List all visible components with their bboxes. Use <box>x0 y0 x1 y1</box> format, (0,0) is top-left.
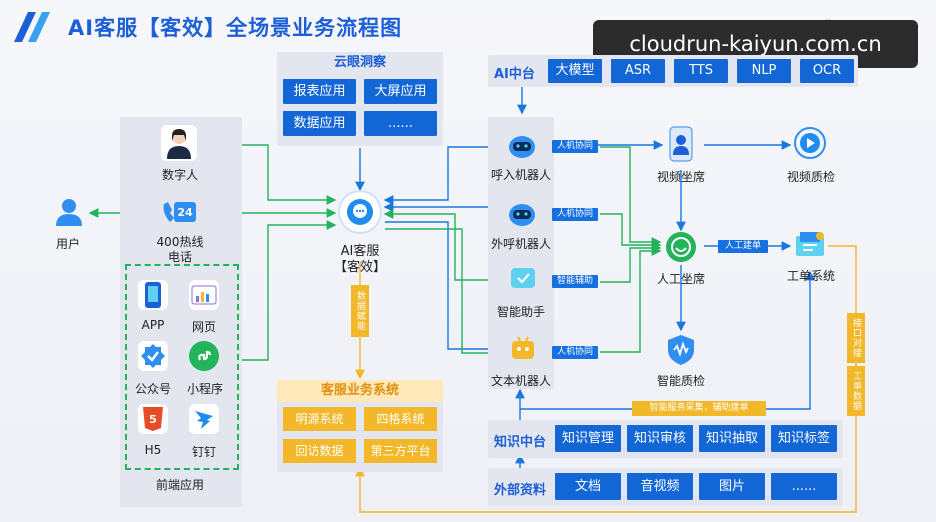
knowledge-item: 知识标签 <box>771 425 837 452</box>
knowledge-label: 知识中台 <box>494 435 547 450</box>
business-item: 第三方平台 <box>364 439 437 463</box>
front-app-label: 小程序 <box>186 382 223 396</box>
ai-zhongtai-item: 大模型 <box>548 59 602 83</box>
user-label: 用户 <box>55 237 80 251</box>
outbound-robot-icon <box>507 200 537 228</box>
ai-zhongtai-item: ASR <box>611 59 665 83</box>
video-qc-label: 视频质检 <box>786 170 835 184</box>
external-item: 图片 <box>699 473 765 500</box>
front-apps-caption: 前端应用 <box>155 478 204 492</box>
data-enable-tag: 数据赋能 <box>351 285 369 337</box>
robot-label: 智能助手 <box>496 305 545 319</box>
hotline-label-line1: 400热线 <box>156 235 204 249</box>
video-seat-icon <box>666 126 696 162</box>
yunyan-item: 数据应用 <box>283 111 356 136</box>
smart-qc-icon <box>666 334 696 366</box>
front-app-label: 公众号 <box>134 382 171 396</box>
logo-stripes-icon <box>14 12 50 42</box>
knowledge-item: 知识审核 <box>627 425 693 452</box>
user-icon <box>56 199 82 226</box>
knowledge-item: 知识抽取 <box>699 425 765 452</box>
ai-service-label: AI客服 <box>340 244 380 259</box>
human-seat-label: 人工坐席 <box>656 272 705 286</box>
external-label: 外部资料 <box>494 483 547 498</box>
yunyan-item: ...... <box>364 111 437 136</box>
digital-human-icon <box>161 125 197 161</box>
business-item: 四格系统 <box>364 407 437 431</box>
ai-zhongtai-item: TTS <box>674 59 728 83</box>
external-item: 音视频 <box>627 473 693 500</box>
human-seat-icon <box>666 232 696 262</box>
svg-text:5: 5 <box>149 413 157 426</box>
external-item: ...... <box>771 473 837 500</box>
ticket-system-label: 工单系统 <box>786 269 835 283</box>
external-item: 文档 <box>555 473 621 500</box>
hotline-24-icon: 24 <box>160 198 198 228</box>
front-panel <box>120 117 242 507</box>
collab-tag: 人机协同 <box>552 140 598 153</box>
webpage-icon <box>189 280 219 310</box>
collab-tag: 人机协同 <box>552 346 598 359</box>
yunyan-item: 大屏应用 <box>364 79 437 104</box>
official-account-icon <box>138 341 168 371</box>
html5-icon: 5 <box>138 404 168 434</box>
yunyan-header: 云眼洞察 <box>333 55 386 70</box>
ticket-create-tag: 人工建单 <box>718 240 768 253</box>
page-title: AI客服【客效】全场景业务流程图 <box>68 16 403 40</box>
business-item: 回访数据 <box>283 439 356 463</box>
robot-label: 外呼机器人 <box>490 237 551 251</box>
front-app-label: 钉钉 <box>191 445 216 459</box>
smart-assistant-icon <box>509 266 537 292</box>
video-seat-label: 视频坐席 <box>656 170 705 184</box>
robot-label: 呼入机器人 <box>490 168 551 182</box>
yunyan-item: 报表应用 <box>283 79 356 104</box>
digital-human-label: 数字人 <box>161 168 198 182</box>
ai-service-chat-icon <box>340 192 380 232</box>
app-icon <box>138 280 168 310</box>
collection-bar: 智能服务采集，辅助建单 <box>632 401 766 416</box>
svg-text:24: 24 <box>177 206 193 219</box>
ai-zhongtai-item: OCR <box>800 59 854 83</box>
ai-service-sublabel: 【客效】 <box>333 260 386 275</box>
knowledge-item: 知识管理 <box>555 425 621 452</box>
business-item: 明源系统 <box>283 407 356 431</box>
front-apps-frame <box>125 264 239 470</box>
business-header: 客服业务系统 <box>277 380 443 402</box>
smart-qc-label: 智能质检 <box>656 374 705 388</box>
front-app-label: APP <box>141 318 165 332</box>
ai-zhongtai-item: NLP <box>737 59 791 83</box>
text-robot-icon <box>509 335 537 363</box>
ticket-system-icon <box>794 230 826 260</box>
hotline-label-line2: 电话 <box>167 250 192 264</box>
inbound-robot-icon <box>507 132 537 160</box>
front-app-label: 网页 <box>191 320 216 334</box>
ai-zhongtai-label: AI中台 <box>494 67 535 82</box>
mini-program-icon <box>189 341 219 371</box>
assist-tag: 智能辅助 <box>552 275 598 288</box>
front-app-label: H5 <box>144 443 162 457</box>
robot-label: 文本机器人 <box>490 374 551 388</box>
dingtalk-icon <box>189 404 219 434</box>
interface-docking-tag: 接口对接 <box>847 313 865 363</box>
collab-tag: 人机协同 <box>552 208 598 221</box>
video-qc-icon <box>793 126 827 160</box>
ticket-data-tag: 工单数据 <box>847 366 865 416</box>
